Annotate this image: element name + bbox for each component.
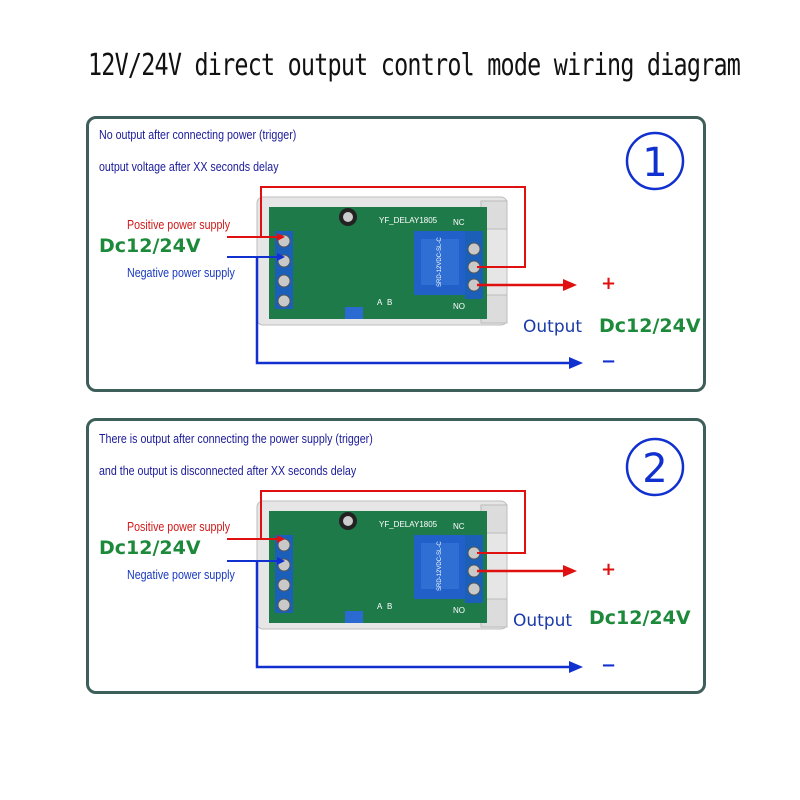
pin-a-label: A (377, 298, 383, 307)
minus-sign: − (601, 351, 617, 372)
nc-label: NC (453, 218, 465, 227)
positive-supply-label: Positive power supply (127, 217, 231, 232)
pin-a-label: A (377, 602, 383, 611)
wiring-panel-1: No output after connecting power (trigge… (86, 116, 706, 392)
input-voltage-label: Dc12/24V (99, 537, 201, 559)
board-model-text: YF_DELAY1805 (379, 216, 438, 225)
relay-model-text: SRD-12VDC-SL-C (437, 541, 443, 591)
negative-output-arrow (569, 357, 583, 369)
panel-1-number: 1 (642, 140, 667, 186)
plus-sign: + (601, 273, 617, 294)
positive-bridge-wire (260, 490, 526, 554)
negative-supply-label: Negative power supply (127, 265, 235, 280)
page-title: 12V/24V direct output control mode wirin… (88, 48, 741, 83)
panel-2-description-line-1: There is output after connecting the pow… (99, 431, 373, 446)
positive-output-arrow (563, 279, 577, 291)
input-terminal-block (275, 535, 293, 613)
panel-2-description-line-2: and the output is disconnected after XX … (99, 463, 357, 478)
no-label: NO (453, 302, 465, 311)
output-word: Output (513, 611, 573, 631)
positive-supply-label: Positive power supply (127, 519, 231, 534)
panel-1-drawing: YF_DELAY1805 NC NO A B SRD-12VDC-SL-C 1 (227, 131, 685, 369)
relay-model-text: SRD-12VDC-SL-C (437, 237, 443, 287)
panel-2-number: 2 (642, 446, 667, 492)
panel-1-description-line-1: No output after connecting power (trigge… (99, 127, 297, 142)
wiring-panel-2: There is output after connecting the pow… (86, 418, 706, 694)
negative-common-wire (255, 561, 569, 669)
potentiometer (345, 611, 363, 623)
output-voltage-label: Dc12/24V (589, 607, 691, 629)
input-terminal-block (275, 231, 293, 309)
output-word: Output (523, 317, 583, 337)
panel-2-number-circle (625, 437, 685, 497)
pin-b-label: B (387, 602, 392, 611)
minus-sign: − (601, 655, 617, 676)
negative-supply-label: Negative power supply (127, 567, 235, 582)
negative-common-wire (255, 257, 569, 365)
pin-b-label: B (387, 298, 392, 307)
panel-1-description-line-2: output voltage after XX seconds delay (99, 159, 279, 174)
positive-output-arrow (563, 565, 577, 577)
plus-sign: + (601, 559, 617, 580)
no-label: NO (453, 606, 465, 615)
positive-bridge-wire (260, 186, 526, 268)
panel-1-number-circle (625, 131, 685, 191)
output-voltage-label: Dc12/24V (599, 315, 701, 337)
nc-label: NC (453, 522, 465, 531)
panel-2-drawing: YF_DELAY1805 NC NO A B SRD-12VDC-SL-C 2 (227, 437, 685, 673)
negative-output-arrow (569, 661, 583, 673)
input-voltage-label: Dc12/24V (99, 235, 201, 257)
potentiometer (345, 307, 363, 319)
board-model-text: YF_DELAY1805 (379, 520, 438, 529)
